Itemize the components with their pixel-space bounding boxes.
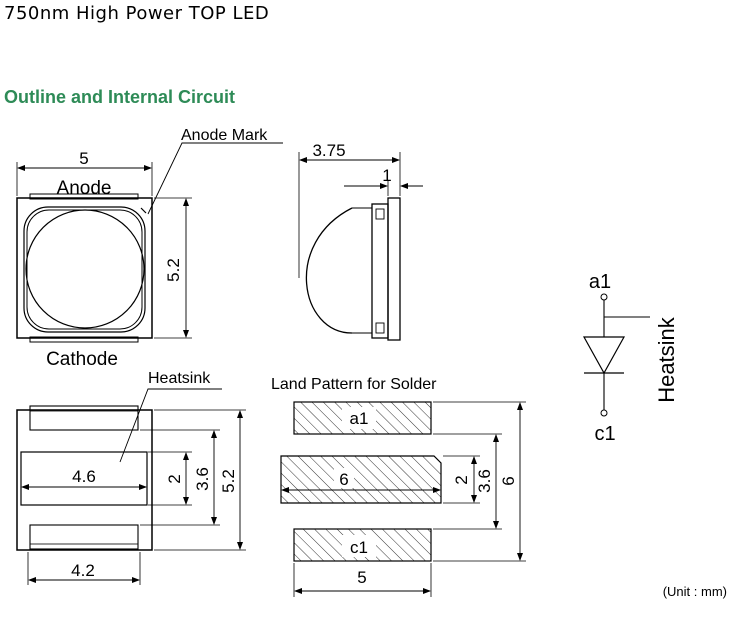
- bottom-view-body: [16, 409, 153, 551]
- dim-land-bottom-label: 5: [357, 568, 366, 587]
- dim-heatsink-h36-label: 3.6: [193, 467, 212, 491]
- bottom-view: [16, 388, 246, 585]
- dim-land-h36-label: 3.6: [475, 469, 494, 493]
- top-view-body: [16, 197, 153, 339]
- dim-land-h6-label: 6: [499, 476, 518, 485]
- dim-top-width-label: 5: [79, 149, 88, 168]
- dim-top-height-label: 5.2: [164, 258, 183, 282]
- dim-heatsink-h52-label: 5.2: [219, 469, 238, 493]
- cathode-label: Cathode: [46, 349, 118, 370]
- bottom-lead: [29, 336, 139, 343]
- cathode-terminal: [600, 409, 608, 417]
- top-lead: [29, 193, 139, 200]
- anode-label: Anode: [57, 178, 112, 199]
- dim-heatsink-h2-label: 2: [165, 474, 184, 483]
- anode-mark-label: Anode Mark: [181, 127, 268, 144]
- circuit-heatsink-label: Heatsink: [654, 316, 679, 403]
- anode-mark-leader: [147, 142, 283, 215]
- side-body: [371, 203, 389, 339]
- land-pad-heatsink: [280, 455, 442, 504]
- side-dome: [305, 207, 353, 334]
- land-pattern-title: Land Pattern for Solder: [271, 376, 437, 393]
- heatsink-leader: [119, 388, 222, 463]
- top-view: [16, 142, 283, 343]
- lens-circle: [25, 209, 145, 329]
- internal-circuit: [582, 293, 650, 417]
- bottom-pad-c1: [29, 524, 139, 550]
- pad-a1-label: a1: [350, 409, 369, 428]
- pad-6-bg: [334, 468, 354, 488]
- dim-flange-label: 1: [382, 166, 391, 185]
- anode-terminal: [600, 293, 608, 301]
- circuit-a1-label: a1: [589, 271, 611, 293]
- dim-land-h2-label: 2: [452, 475, 471, 484]
- side-view: [298, 152, 423, 341]
- unit-note: (Unit : mm): [662, 584, 727, 599]
- circuit-c1-label: c1: [594, 423, 615, 445]
- heatsink-label: Heatsink: [148, 370, 211, 387]
- pad-c1-label: c1: [350, 538, 368, 557]
- pad-c1-bg: [342, 535, 376, 557]
- diode-symbol: [582, 336, 626, 375]
- side-flange: [387, 197, 401, 341]
- dim-heatsink-width-label: 4.6: [72, 467, 96, 486]
- heatsink-pad: [20, 451, 148, 506]
- cavity-outline: [23, 206, 146, 333]
- page-title: 750nm High Power TOP LED: [4, 3, 270, 24]
- dim-land-w6-label: 6: [339, 470, 348, 489]
- dim-bottom-width-label: 4.2: [71, 561, 95, 580]
- anode-mark: [140, 207, 147, 214]
- dim-side-width-label: 3.75: [312, 141, 345, 160]
- section-title: Outline and Internal Circuit: [4, 87, 236, 107]
- pad-a1-bg: [342, 407, 376, 429]
